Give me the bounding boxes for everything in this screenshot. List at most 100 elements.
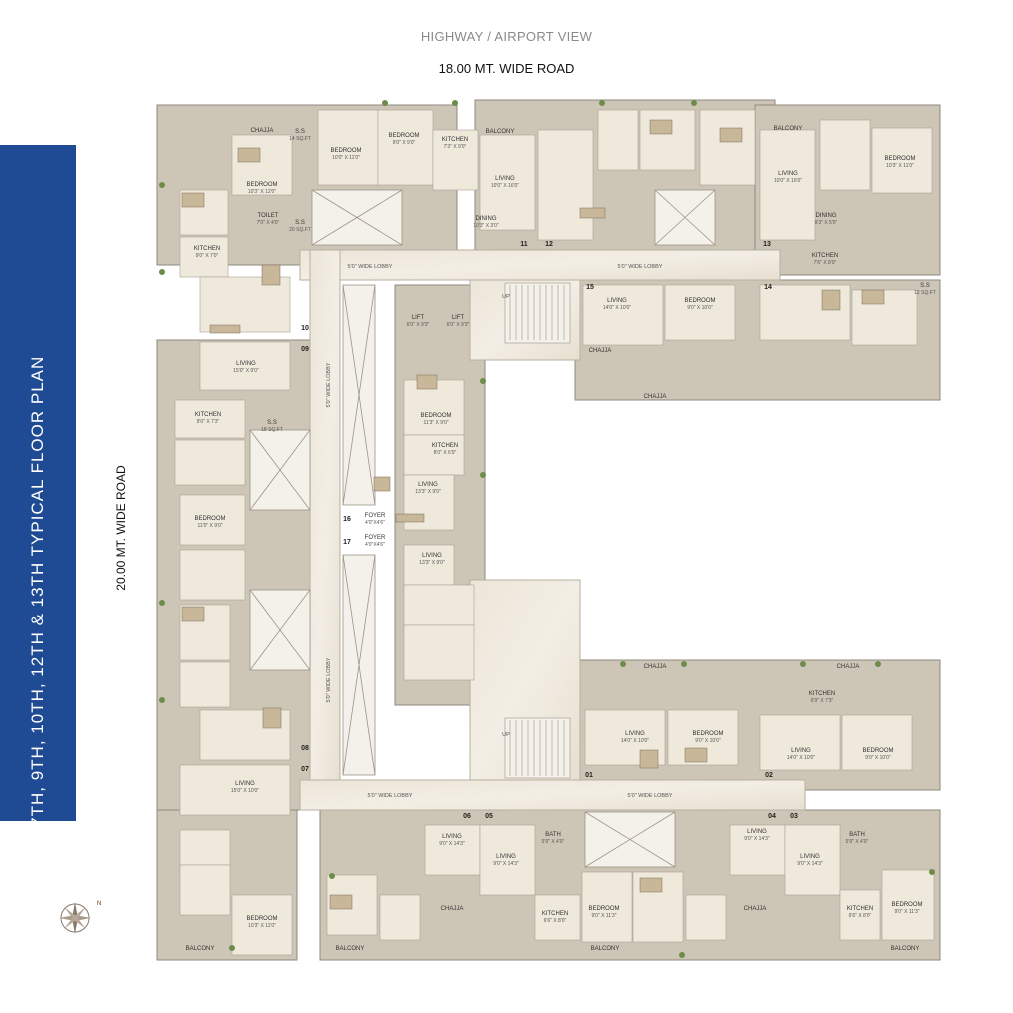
furniture <box>181 119 885 910</box>
flat-number: 13 <box>763 241 771 248</box>
room-dim: 14 SQ.FT <box>289 136 311 142</box>
flat-numbers: 01 02 04 03 05 06 07 08 09 10 11 12 13 1… <box>301 241 798 820</box>
room-label: LIVING <box>800 854 820 860</box>
room-dim: 13'3" X 9'0" <box>419 560 445 566</box>
room-label: KITCHEN <box>812 253 838 259</box>
flat-number: 11 <box>520 241 528 248</box>
room-label: LIFT <box>412 315 425 321</box>
flat-number: 10 <box>301 325 309 332</box>
flat-number: 16 <box>343 516 351 523</box>
room-dim: 14'0" X 10'0" <box>603 305 631 311</box>
room-label: KITCHEN <box>847 906 873 912</box>
room-dim: 10'3" X 3'0" <box>473 223 499 229</box>
room-label: LIVING <box>747 829 767 835</box>
room-dim: 7'0" X 4'0" <box>257 220 280 226</box>
view-label: HIGHWAY / AIRPORT VIEW <box>420 29 593 44</box>
lobby-label: 5'0" WIDE LOBBY <box>618 264 663 270</box>
flat-number: 17 <box>343 539 351 546</box>
room-label: LIVING <box>235 781 255 787</box>
planter-dots <box>159 100 935 958</box>
room-label: BALCONY <box>891 946 920 952</box>
room-dim: 10'0" X 16'0" <box>774 178 802 184</box>
room-label: KITCHEN <box>809 691 835 697</box>
flat-number: 12 <box>545 241 553 248</box>
room-dim: 15'0" X 9'0" <box>233 368 259 374</box>
room-label: LIFT <box>452 315 465 321</box>
room-dim: 9'0" X 10'0" <box>865 755 891 761</box>
room-label: CHAJJA <box>589 348 612 354</box>
room-label: LIVING <box>496 854 516 860</box>
title-banner: 3RD TO 7TH, 9TH, 10TH, 12TH & 13TH TYPIC… <box>0 145 76 900</box>
room-dim: 9'0" X 10'0" <box>695 738 721 744</box>
lobby-label: 5'0" WIDE LOBBY <box>368 793 413 799</box>
room-label: TOILET <box>258 213 279 219</box>
top-road-label: 18.00 MT. WIDE ROAD <box>438 61 575 76</box>
room-label: S.S <box>295 220 305 226</box>
room-label: BEDROOM <box>588 906 619 912</box>
room-label: S.S <box>295 129 305 135</box>
lobby-label: 5'0" WIDE LOBBY <box>326 362 332 407</box>
room-label: LIVING <box>236 361 256 367</box>
flat-number: 14 <box>764 284 772 291</box>
room-dim: 12 SQ.FT <box>914 290 936 296</box>
room-label: BEDROOM <box>891 902 922 908</box>
room-dim: 9'0" X 14'3" <box>493 861 519 867</box>
lobby-label: 5'0" WIDE LOBBY <box>348 264 393 270</box>
room-label: BALCONY <box>591 946 620 952</box>
room-label: BEDROOM <box>246 916 277 922</box>
room-label: BEDROOM <box>692 731 723 737</box>
room-label: CHAJJA <box>644 664 667 670</box>
room-label: LIVING <box>778 171 798 177</box>
room-dim: 15'0" X 10'0" <box>231 788 259 794</box>
room-label: S.S <box>267 420 277 426</box>
room-dim: 9'0" X 14'3" <box>439 841 465 847</box>
room-label: LIVING <box>418 482 438 488</box>
stair-label: UP <box>502 732 510 738</box>
flat-number: 05 <box>485 813 493 820</box>
flat-number: 03 <box>790 813 798 820</box>
room-label: FOYER <box>365 535 386 541</box>
room-label: KITCHEN <box>432 443 458 449</box>
compass-north-label: N <box>97 901 101 907</box>
room-label: BEDROOM <box>684 298 715 304</box>
room-dim: 9'0" X 10'0" <box>687 305 713 311</box>
room-label: CHAJJA <box>644 394 667 400</box>
room-dim: 18 SQ.FT <box>261 427 283 433</box>
duct-shafts <box>249 189 716 868</box>
room-floors <box>174 109 935 956</box>
lobby-labels: 5'0" WIDE LOBBY 5'0" WIDE LOBBY 5'0" WID… <box>326 264 673 799</box>
room-label: BATH <box>545 832 561 838</box>
room-label: CHAJJA <box>441 906 464 912</box>
room-label: CHAJJA <box>744 906 767 912</box>
room-dim: 14'0" X 10'0" <box>787 755 815 761</box>
room-label: LIVING <box>791 748 811 754</box>
room-dim: 10'0" X 11'0" <box>332 155 360 161</box>
room-dim: 14'0" X 10'0" <box>621 738 649 744</box>
room-label: DINING <box>816 213 837 219</box>
lobby-label: 5'0" WIDE LOBBY <box>628 793 673 799</box>
room-dim: 10'3" X 11'0" <box>248 923 276 929</box>
room-dim: 8'0" X 6'9" <box>434 450 457 456</box>
room-label: KITCHEN <box>442 137 468 143</box>
room-dim: 9'0" X 7'3" <box>197 419 220 425</box>
room-label: S.S <box>920 283 930 289</box>
room-label: KITCHEN <box>195 412 221 418</box>
flat-number: 02 <box>765 772 773 779</box>
flat-number: 07 <box>301 766 309 773</box>
room-dim: 7'6" X 8'0" <box>814 260 837 266</box>
room-dim: 9'3" X 5'0" <box>815 220 838 226</box>
room-label: BEDROOM <box>246 182 277 188</box>
room-dim: 9'0" X 14'3" <box>744 836 770 842</box>
room-dim: 10'3" X 11'0" <box>886 163 914 169</box>
room-dim: 4'0"X4'6" <box>365 542 385 548</box>
room-label: BATH <box>849 832 865 838</box>
room-label: BEDROOM <box>884 156 915 162</box>
room-dim: 4'0"X4'6" <box>365 520 385 526</box>
room-dim: 20 SQ.FT <box>289 227 311 233</box>
room-dim: 5'9" X 4'0" <box>542 839 565 845</box>
room-label: BEDROOM <box>194 516 225 522</box>
flat-number: 04 <box>768 813 776 820</box>
room-label: BEDROOM <box>420 413 451 419</box>
stair-label: UP <box>502 294 510 300</box>
